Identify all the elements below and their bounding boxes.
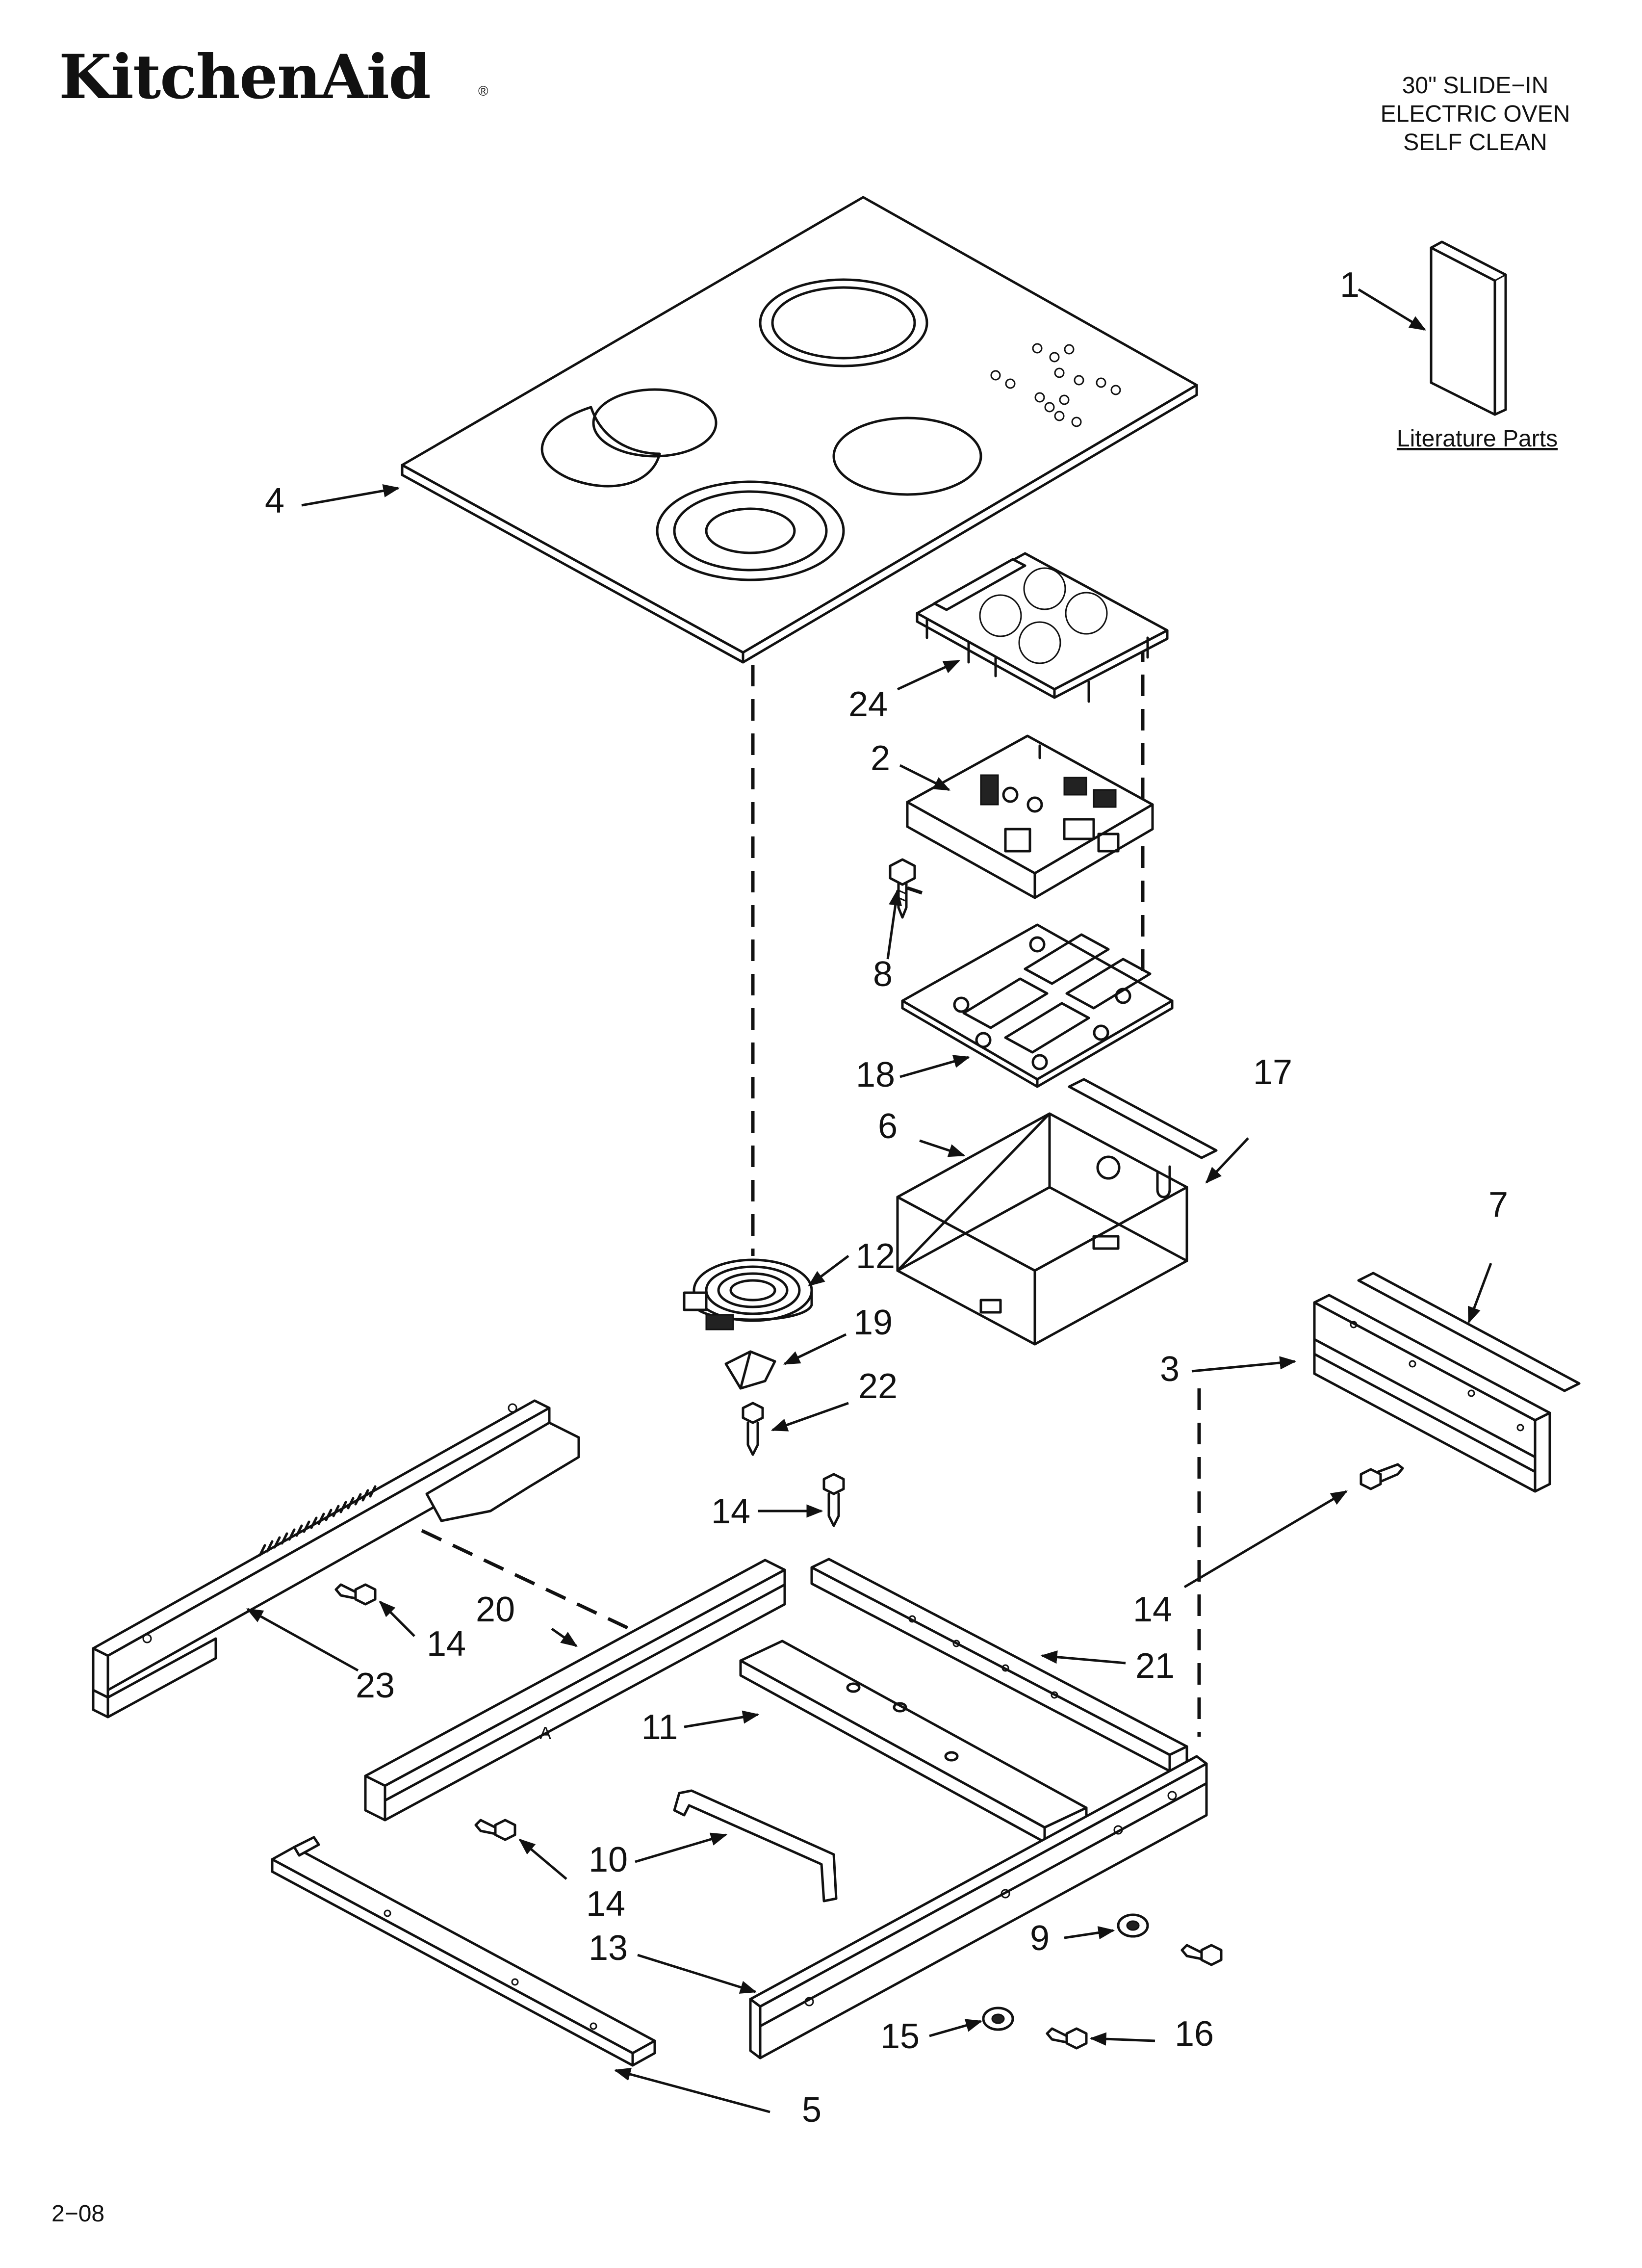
control-touch-points: [990, 343, 1121, 427]
side-rail: [810, 1558, 1188, 1773]
callout-16: 16: [1175, 2014, 1214, 2054]
model-line-2: ELECTRIC OVEN: [1381, 101, 1570, 127]
screw-part-22: [742, 1402, 764, 1456]
callout-18: 18: [856, 1055, 895, 1095]
callout-14-top: 14: [711, 1492, 750, 1531]
leveling-leg-9: [1117, 1913, 1149, 1938]
model-description: 30" SLIDE−IN ELECTRIC OVEN SELF CLEAN: [1381, 73, 1570, 156]
svg-text:A: A: [539, 1723, 551, 1743]
element-clip: [724, 1350, 776, 1390]
cooktop-glass: [401, 196, 1198, 664]
alignment-line-screw: [906, 886, 923, 895]
leveling-leg-15: [982, 2007, 1014, 2031]
support-bracket: [673, 1789, 838, 1903]
control-box-housing: [896, 1112, 1188, 1346]
brand-name: KitchenAid: [59, 42, 430, 113]
callout-13: 13: [589, 1929, 628, 1968]
main-side-rail: [749, 1755, 1208, 2059]
callout-19: 19: [853, 1303, 893, 1342]
callout-3: 3: [1160, 1350, 1180, 1389]
callout-11: 11: [641, 1708, 678, 1747]
callout-14-bottom: 14: [586, 1884, 625, 1924]
radiant-surface-element: [683, 1258, 813, 1330]
callout-23: 23: [356, 1666, 395, 1705]
callout-6: 6: [878, 1107, 898, 1146]
literature-booklet: [1430, 240, 1507, 416]
right-side-bracket: [1313, 1294, 1551, 1493]
leader-lines: [246, 288, 1492, 2113]
callout-8: 8: [873, 955, 893, 994]
callout-7: 7: [1488, 1185, 1508, 1225]
callout-15: 15: [880, 2017, 920, 2056]
callout-labels: 1 4 24 2 8 18 6 17 7 12 19 22 3 14 14 20…: [265, 265, 1508, 2130]
screw-part-14-top: [822, 1473, 845, 1527]
callout-17: 17: [1253, 1053, 1292, 1092]
callout-4: 4: [265, 481, 284, 521]
callout-1: 1: [1340, 265, 1360, 305]
callout-22: 22: [858, 1367, 898, 1406]
callout-2: 2: [871, 739, 890, 778]
callout-9: 9: [1030, 1919, 1050, 1958]
screw-part-16-right: [1180, 1944, 1223, 1966]
alignment-line-left: [421, 1529, 641, 1636]
callout-21: 21: [1135, 1646, 1175, 1686]
revision-code: 2−08: [51, 2201, 104, 2227]
callout-20: 20: [476, 1590, 515, 1629]
mounting-plate: [901, 923, 1174, 1088]
brand-logo: KitchenAid ®: [59, 42, 488, 113]
lower-rail: [271, 1836, 656, 2067]
insulation-strip: [1068, 1078, 1218, 1159]
callout-12: 12: [856, 1237, 895, 1276]
callout-14-left: 14: [427, 1624, 466, 1664]
touch-control-board: [916, 552, 1169, 703]
callout-5: 5: [802, 2090, 821, 2130]
callout-14-right: 14: [1133, 1590, 1172, 1629]
brand-registered-mark: ®: [478, 83, 488, 99]
screw-part-14-left: [334, 1583, 377, 1606]
callout-10: 10: [589, 1840, 628, 1879]
front-rail: A: [364, 1559, 786, 1822]
screw-part-14-right: [1360, 1463, 1404, 1490]
screw-part-16-left: [1046, 2027, 1088, 2050]
left-side-bracket: [92, 1399, 580, 1719]
electronic-control-box: [906, 734, 1154, 899]
gasket-strip: [1357, 1272, 1581, 1392]
model-line-1: 30" SLIDE−IN: [1402, 73, 1549, 99]
literature-parts-label: Literature Parts: [1397, 426, 1558, 452]
callout-24: 24: [848, 685, 888, 724]
vent-slots: [258, 1485, 377, 1557]
screw-part-14-bottom: [474, 1819, 516, 1841]
model-line-3: SELF CLEAN: [1403, 130, 1547, 156]
